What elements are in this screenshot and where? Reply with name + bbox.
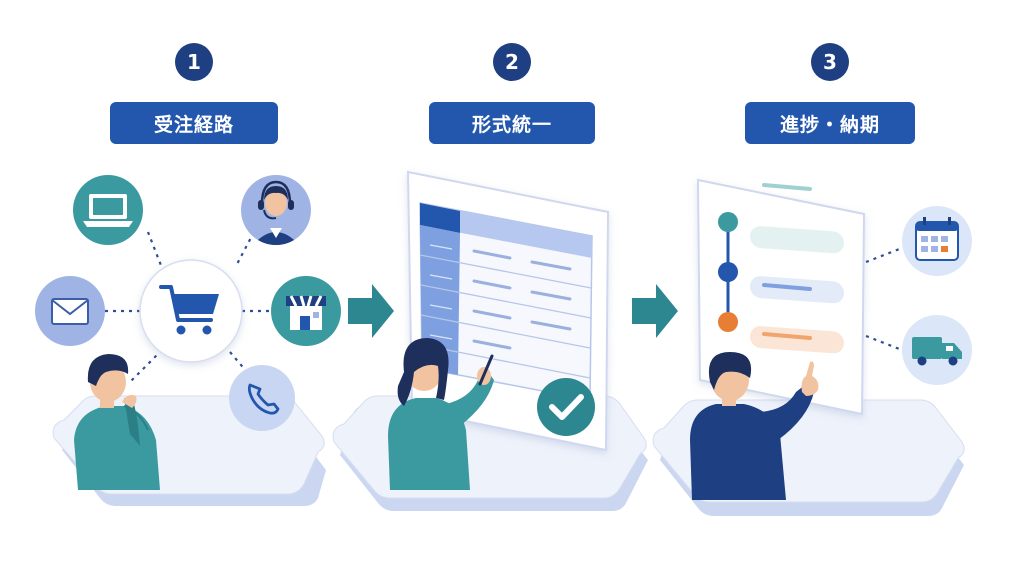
step-2-label: 形式統一: [429, 102, 595, 144]
step-1-number: 1: [175, 43, 213, 81]
email-icon: [35, 276, 105, 346]
calendar-icon: [902, 206, 972, 276]
check-icon: [537, 378, 595, 436]
phone-icon: [229, 365, 295, 431]
arrow-right-icon: [632, 284, 678, 338]
step-1-label: 受注経路: [110, 102, 278, 144]
progress-connectors: [865, 246, 903, 352]
step-3-number: 3: [811, 43, 849, 81]
step-2-number: 2: [493, 43, 531, 81]
laptop-icon: [73, 175, 143, 245]
step-3-label: 進捗・納期: [745, 102, 915, 144]
delivery-truck-icon: [902, 315, 972, 385]
store-icon: [271, 276, 341, 346]
person-thinking: [74, 354, 160, 490]
headset-operator-icon: [241, 175, 311, 245]
person-pointing: [690, 352, 819, 500]
arrow-right-icon: [348, 284, 394, 338]
channel-connectors: [105, 231, 272, 383]
shopping-cart-icon: [139, 259, 243, 363]
person-writing: [388, 338, 494, 490]
